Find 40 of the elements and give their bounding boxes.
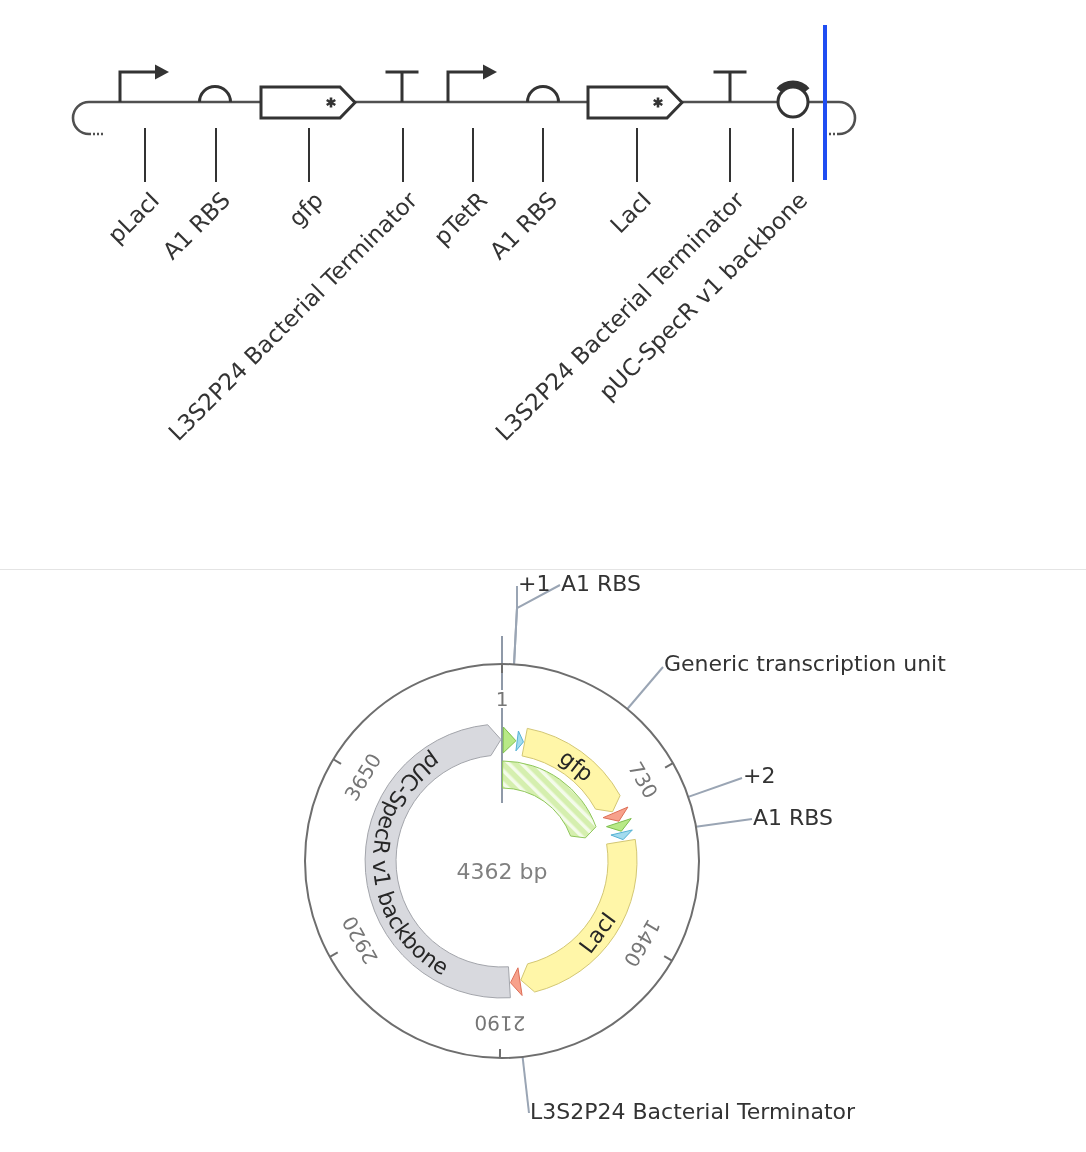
leader-line: [521, 1055, 530, 1114]
leader-line: [215, 127, 217, 183]
plasmid-size-label: 4362 bp: [456, 859, 548, 885]
leader-line: [308, 127, 310, 183]
annotation-label: +2: [743, 763, 776, 789]
terminator-symbol: [384, 70, 420, 104]
rbs-semicircle: [526, 85, 560, 103]
cds-pentagon: [259, 85, 358, 120]
promoter-symbol: [118, 64, 169, 102]
origin-circle: [776, 80, 810, 119]
feature-label: gfp: [554, 744, 599, 787]
feature-triangle: [502, 726, 517, 754]
tick-label: 730: [625, 759, 660, 802]
leader-line: [402, 127, 404, 183]
annotation-label: A1 RBS: [561, 571, 641, 597]
feature-triangle: [606, 818, 632, 832]
feature-triangle: [602, 806, 629, 822]
leader-line: [729, 127, 731, 183]
leader-line: [513, 584, 561, 666]
annotation-label: +1: [518, 571, 551, 597]
rbs-semicircle: [198, 85, 232, 103]
tick-label: 2190: [474, 1013, 526, 1033]
feature-triangle: [515, 730, 524, 752]
leader-line: [792, 127, 794, 183]
leader-line: [472, 127, 474, 183]
leader-line: [626, 666, 664, 710]
annotation-label: L3S2P24 Bacterial Terminator: [530, 1099, 856, 1125]
feature-triangle: [510, 967, 523, 996]
terminator-symbol: [712, 70, 748, 104]
part-label: gfp: [283, 186, 329, 232]
leader-line: [695, 818, 753, 828]
annotation-label: Generic transcription unit: [664, 651, 946, 677]
leader-line: [144, 127, 146, 183]
feature-triangle: [610, 829, 633, 841]
cds-pentagon: [586, 85, 685, 120]
leader-line: [636, 127, 638, 183]
annotation-label: A1 RBS: [753, 805, 833, 831]
leader-line: [687, 777, 743, 798]
promoter-symbol: [446, 64, 497, 102]
leader-line: [542, 127, 544, 183]
